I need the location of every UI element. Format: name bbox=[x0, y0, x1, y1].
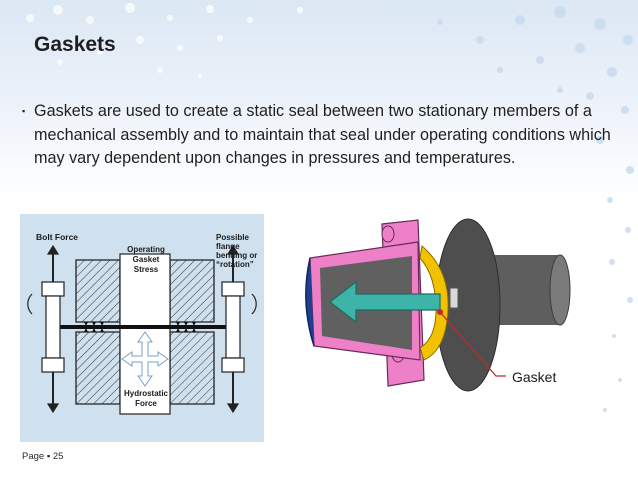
upper-flange-right bbox=[169, 259, 215, 323]
bullet-point: ▪ Gaskets are used to create a static se… bbox=[22, 100, 612, 171]
flange-label-1: Possible bbox=[216, 233, 249, 242]
leader-dot bbox=[437, 309, 443, 315]
flange-label-4: “rotation” bbox=[216, 260, 254, 269]
flange-force-diagram: Bolt Force Operating Gasket Stress Possi… bbox=[20, 214, 264, 442]
flange-label-3: bending or bbox=[216, 251, 257, 260]
upper-flange-left bbox=[75, 259, 121, 323]
page-label: Page bbox=[22, 451, 45, 462]
operating-label-3: Stress bbox=[134, 265, 159, 274]
bolt-force-label: Bolt Force bbox=[36, 232, 78, 242]
right-rotation-arc bbox=[251, 293, 257, 315]
bullet-marker: ▪ bbox=[22, 106, 26, 116]
gasket-ring bbox=[419, 245, 449, 361]
slide-title: Gaskets bbox=[34, 33, 116, 56]
gasket-label: Gasket bbox=[512, 369, 556, 385]
flange-label-2: flange bbox=[216, 242, 240, 251]
left-bolt bbox=[41, 244, 65, 414]
bullet-text: Gaskets are used to create a static seal… bbox=[34, 102, 611, 167]
hydrostatic-force-arrow bbox=[121, 331, 169, 387]
gasket-cutaway-illustration: Gasket bbox=[305, 218, 571, 392]
right-bolt bbox=[221, 244, 245, 414]
operating-label-1: Operating bbox=[127, 245, 165, 254]
page-footer: Page ▪ 25 bbox=[22, 451, 63, 462]
page-number: 25 bbox=[52, 451, 64, 462]
gasket-stress-arrows bbox=[84, 322, 196, 332]
flow-arrow bbox=[329, 280, 441, 324]
lower-flange-right bbox=[169, 331, 215, 405]
left-rotation-arc bbox=[27, 293, 33, 315]
footer-separator: ▪ bbox=[46, 451, 51, 462]
lower-flange-left bbox=[75, 331, 121, 405]
operating-label-2: Gasket bbox=[133, 255, 160, 264]
hydro-label-2: Force bbox=[135, 399, 157, 408]
gasket-leader-line bbox=[439, 311, 506, 377]
hydro-label-1: Hydrostatic bbox=[124, 389, 169, 398]
flange-bolt bbox=[449, 287, 459, 309]
